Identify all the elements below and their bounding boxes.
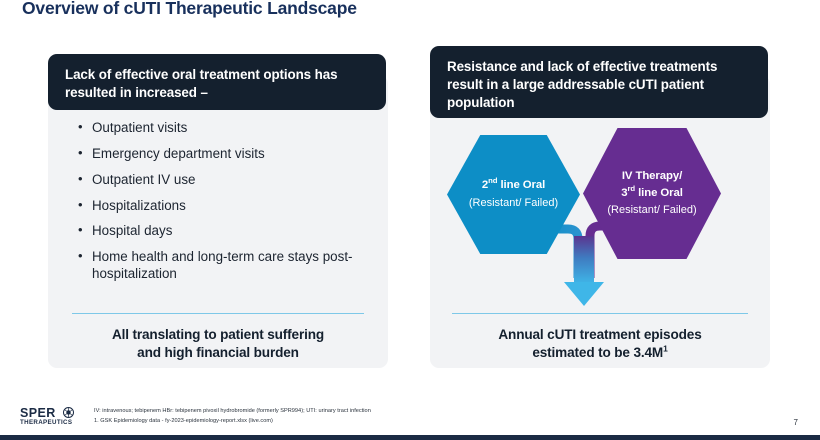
right-card-divider — [452, 313, 748, 315]
left-card-footer: All translating to patient suffering and… — [58, 326, 378, 363]
hexagon-purple-subtitle: (Resistant/ Failed) — [607, 204, 697, 217]
hexagon-blue-subtitle: (Resistant/ Failed) — [468, 196, 559, 209]
hexagon-blue-title: 2nd line Oral — [481, 176, 546, 192]
list-item: Home health and long-term care stays pos… — [78, 248, 368, 282]
left-footer-line-2: and high financial burden — [137, 345, 299, 361]
hexagon-purple-title-line2: 3rd line Oral — [621, 183, 683, 199]
bottom-accent-bar — [0, 435, 820, 440]
hexagon-purple-title-line1: IV Therapy/ — [621, 170, 683, 182]
logo-wordmark: SPER — [20, 406, 56, 420]
list-item: Hospitalizations — [78, 197, 368, 214]
right-footer-line-2: estimated to be 3.4M1 — [532, 343, 668, 361]
footnotes: IV: intravenous; tebipenem HBr: tebipene… — [94, 406, 371, 427]
right-card-footer: Annual cUTI treatment episodes estimated… — [440, 326, 760, 363]
logo-tagline: THERAPEUTICS — [20, 419, 73, 426]
page-number: 7 — [793, 418, 798, 427]
spero-circle-mark-icon — [63, 407, 74, 418]
footnote-source: 1. GSK Epidemiology data - fy-2023-epide… — [94, 418, 273, 425]
list-item: Outpatient visits — [78, 119, 368, 136]
left-card-header: Lack of effective oral treatment options… — [48, 54, 386, 110]
merge-arrow-connector — [542, 221, 626, 306]
right-card-header: Resistance and lack of effective treatme… — [430, 46, 768, 118]
left-footer-line-1: All translating to patient suffering — [111, 327, 325, 342]
list-item: Outpatient IV use — [78, 171, 368, 188]
left-card-bullet-list: Outpatient visits Emergency department v… — [78, 119, 368, 291]
left-card-divider — [72, 313, 364, 315]
hexagon-second-line-oral: 2nd line Oral (Resistant/ Failed) — [447, 135, 580, 254]
right-footer-line-1: Annual cUTI treatment episodes — [498, 327, 702, 342]
footnote-abbreviations: IV: intravenous; tebipenem HBr: tebipene… — [94, 408, 371, 414]
list-item: Hospital days — [78, 222, 368, 239]
list-item: Emergency department visits — [78, 145, 368, 162]
spero-logo: SPER THERAPEUTICS — [20, 406, 90, 432]
page-title: Overview of cUTI Therapeutic Landscape — [22, 0, 357, 18]
treatment-flow-diagram: 2nd line Oral (Resistant/ Failed) IV The… — [430, 126, 770, 312]
